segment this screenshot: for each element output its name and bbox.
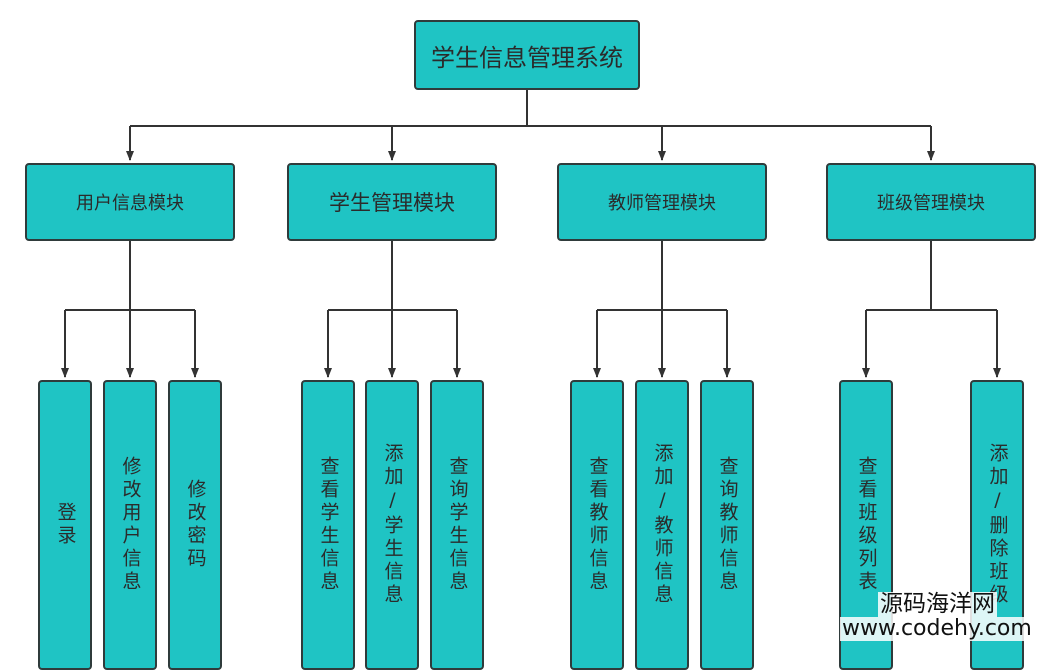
connector-lines [61, 90, 1001, 378]
leaf-view-teacher-info: 查看教师信息 [570, 380, 624, 670]
leaf-add-student-info: 添加/学生信息 [365, 380, 419, 670]
leaf-label: 查询教师信息 [716, 456, 739, 594]
root-node: 学生信息管理系统 [414, 20, 640, 90]
leaf-query-student-info: 查询学生信息 [430, 380, 484, 670]
leaf-label: 查询学生信息 [446, 456, 469, 594]
leaf-label: 登录 [54, 502, 77, 548]
leaf-edit-user-info: 修改用户信息 [103, 380, 157, 670]
leaf-label: 添加/学生信息 [381, 443, 404, 607]
module-label: 班级管理模块 [877, 193, 985, 214]
module-label: 教师管理模块 [608, 193, 716, 214]
leaf-label: 修改用户信息 [119, 456, 142, 594]
leaf-label: 查看学生信息 [317, 456, 340, 594]
watermark-site-name: 源码海洋网 [878, 591, 997, 618]
leaf-query-teacher-info: 查询教师信息 [700, 380, 754, 670]
watermark-url: www.codehy.com [840, 616, 1034, 642]
leaf-label: 添加/删除班级 [986, 443, 1009, 607]
module-teacher-management: 教师管理模块 [557, 163, 767, 241]
module-user-info: 用户信息模块 [25, 163, 235, 241]
leaf-view-student-info: 查看学生信息 [301, 380, 355, 670]
leaf-label: 修改密码 [184, 479, 207, 571]
leaf-add-teacher-info: 添加/教师信息 [635, 380, 689, 670]
root-label: 学生信息管理系统 [431, 43, 623, 72]
module-class-management: 班级管理模块 [826, 163, 1036, 241]
leaf-label: 查看教师信息 [586, 456, 609, 594]
module-student-management: 学生管理模块 [287, 163, 497, 241]
leaf-login: 登录 [38, 380, 92, 670]
module-label: 学生管理模块 [329, 191, 455, 215]
leaf-label: 查看班级列表 [855, 456, 878, 594]
module-label: 用户信息模块 [76, 193, 184, 214]
leaf-label: 添加/教师信息 [651, 443, 674, 607]
leaf-change-password: 修改密码 [168, 380, 222, 670]
